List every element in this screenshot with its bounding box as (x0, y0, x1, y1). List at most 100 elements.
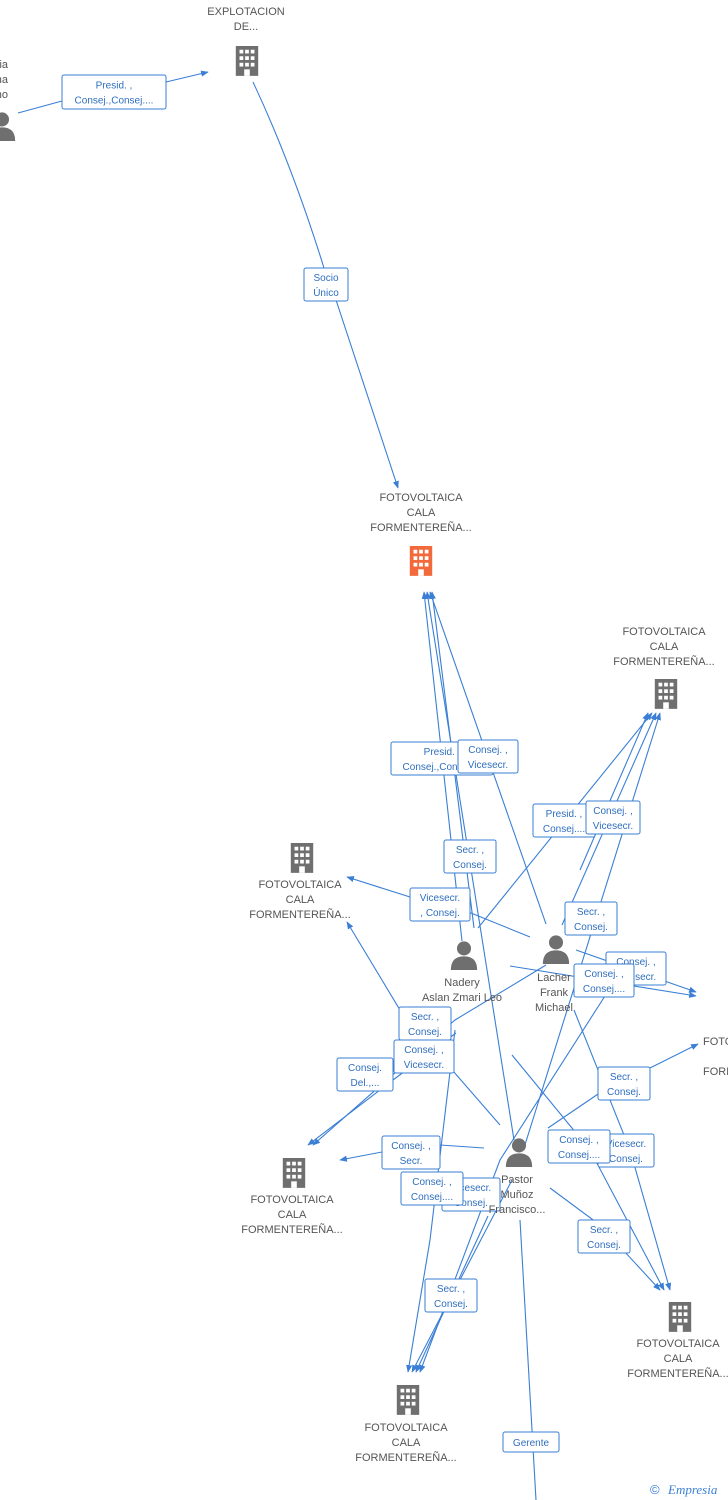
relation-label[interactable]: Consej. ,Consej.... (573, 963, 635, 998)
node-label-line: ESTUDIOS Y (213, 0, 280, 3)
node-label-line: DE... (234, 21, 258, 33)
node-label-line: FORMENTEREÑA... (249, 908, 350, 921)
relation-label-box (400, 1171, 464, 1206)
relation-label-text: Vicesecr. (593, 821, 633, 832)
relation-label-box (564, 901, 618, 936)
node-fc-right-edge[interactable]: FOTOFORM (703, 1036, 728, 1078)
building-icon (668, 1302, 692, 1332)
relation-label[interactable]: Secr. , Consej. (398, 1006, 452, 1041)
node-label-line: Frank (540, 987, 569, 999)
relation-label-text: Secr. , (437, 1284, 465, 1295)
relation-label-text: Vicesecr. (468, 760, 508, 771)
relation-label-box (502, 1431, 560, 1453)
person-icon (0, 112, 16, 141)
relation-labels: Presid. ,Consej.,Consej.... SocioÚnicoPre… (61, 74, 667, 1453)
edge (411, 1179, 513, 1373)
relation-label[interactable]: Consej. ,Vicesecr. (393, 1039, 455, 1074)
relation-label-text: Consej. , (616, 957, 655, 968)
relation-label-text: Consej. , (468, 745, 507, 756)
relation-label[interactable]: Presid. ,Consej.,Consej.... (61, 74, 167, 110)
edge (312, 964, 547, 1146)
node-person-topleft[interactable]: ciainaino (0, 59, 16, 141)
relation-label[interactable]: Consej. , Vicesecr. (457, 739, 519, 774)
relation-label-text: Consej. , (593, 806, 632, 817)
node-estudios[interactable]: ESTUDIOS YEXPLOTACIONDE... (207, 0, 285, 76)
node-label-line: Pastor (501, 1174, 533, 1186)
node-label-line: Michael (535, 1002, 573, 1014)
relation-label[interactable]: Secr. ,Consej. (564, 901, 618, 936)
relation-label-text: Consej. (434, 1299, 468, 1310)
node-fc-left-mid[interactable]: FOTOVOLTAICACALAFORMENTEREÑA... (249, 843, 351, 921)
relation-label-box (381, 1135, 441, 1170)
node-label-line: FOTOVOLTAICA (364, 1422, 448, 1434)
relation-label[interactable]: Gerente (502, 1431, 560, 1453)
relation-label-box (597, 1066, 651, 1101)
node-fc-bottom[interactable]: FOTOVOLTAICACALAFORMENTEREÑA... (355, 1385, 457, 1464)
node-label-line: FOTOVOLTAICA (258, 879, 342, 891)
relation-label-box (303, 267, 349, 302)
relation-label-box (547, 1129, 611, 1164)
edge (519, 1219, 537, 1500)
node-label-line: FOTOVOLTAICA (250, 1194, 334, 1206)
relation-label-text: Gerente (513, 1438, 550, 1449)
relation-label-text: Consej. (454, 1198, 488, 1209)
building-icon (290, 843, 314, 873)
building-icon (235, 46, 259, 76)
relation-label-text: Secr. (400, 1156, 423, 1167)
relation-label[interactable]: Secr. ,Consej. (597, 1066, 651, 1101)
node-label-line: Muñoz (500, 1189, 533, 1201)
relation-label-box (409, 887, 471, 922)
building-icon (282, 1158, 306, 1188)
node-fc-right-top[interactable]: FOTOVOLTAICA CALA FORMENTEREÑA... (613, 626, 715, 709)
relation-label[interactable]: Consej.Del.,... (336, 1057, 394, 1092)
relation-label-text: Consej. (609, 1154, 643, 1165)
edge (347, 877, 531, 938)
node-label-line: FOTOVOLTAICA (379, 492, 463, 504)
relation-label-text: , Consej. (420, 908, 459, 919)
relation-label-text: Consej. (348, 1063, 382, 1074)
node-label-line: FOTO (703, 1036, 728, 1048)
relation-label[interactable]: Consej. ,Secr. (381, 1135, 441, 1170)
copyright-symbol: © (650, 1482, 660, 1497)
relation-label-box (443, 839, 497, 874)
relation-label[interactable]: Secr. ,Consej. (443, 839, 497, 874)
node-label-line: CALA (650, 641, 679, 653)
edge (547, 1044, 698, 1129)
relation-label-box (336, 1057, 394, 1092)
node-label-line: FORMENTEREÑA... (613, 655, 714, 668)
node-label-line: CALA (407, 507, 436, 519)
relation-label-box (577, 1219, 631, 1254)
relation-label-text: Consej. (408, 1027, 442, 1038)
relation-label-text: Socio (313, 273, 338, 284)
relation-label[interactable]: Vicesecr., Consej. (409, 887, 471, 922)
relation-label[interactable]: Consej. , Vicesecr. (585, 800, 641, 835)
relation-label-text: Vicesecr. (451, 1183, 491, 1194)
relation-label-text: Consej. , (412, 1177, 451, 1188)
node-label-line: CALA (392, 1437, 421, 1449)
node-label-line: FORMENTEREÑA... (241, 1223, 342, 1236)
relation-label[interactable]: Consej. ,Consej.... (400, 1171, 464, 1206)
relation-label-text: Secr. , (590, 1225, 618, 1236)
relation-label-text: Secr. , (610, 1072, 638, 1083)
relation-label[interactable]: Secr. ,Consej. (577, 1219, 631, 1254)
node-pastor[interactable]: PastorMuñozFrancisco... (489, 1138, 546, 1216)
node-focus[interactable]: FOTOVOLTAICACALAFORMENTEREÑA... (370, 492, 472, 576)
edge (406, 1029, 456, 1373)
node-label-line: ina (0, 74, 9, 86)
relation-label[interactable]: Presid. ,Consej.... (532, 803, 596, 838)
node-fc-left-low[interactable]: FOTOVOLTAICACALAFORMENTEREÑA... (241, 1158, 343, 1236)
relation-label-text: Presid. , (424, 747, 461, 758)
relation-label-text: Secr. , (411, 1012, 439, 1023)
node-fc-right-low[interactable]: FOTOVOLTAICACALAFORMENTEREÑA... (627, 1302, 728, 1380)
relation-label-text: Presid. , (546, 809, 583, 820)
relation-label-text: Consej. , (404, 1045, 443, 1056)
relation-label[interactable]: Secr. , Consej. (424, 1278, 478, 1313)
footer-brand[interactable]: © Empresia (650, 1482, 718, 1497)
relation-label[interactable]: Consej. ,Consej.... (547, 1129, 611, 1164)
node-label-line: FOTOVOLTAICA (622, 626, 706, 638)
nodes: ESTUDIOS YEXPLOTACIONDE...ciainainoFOTOV… (0, 0, 728, 1464)
